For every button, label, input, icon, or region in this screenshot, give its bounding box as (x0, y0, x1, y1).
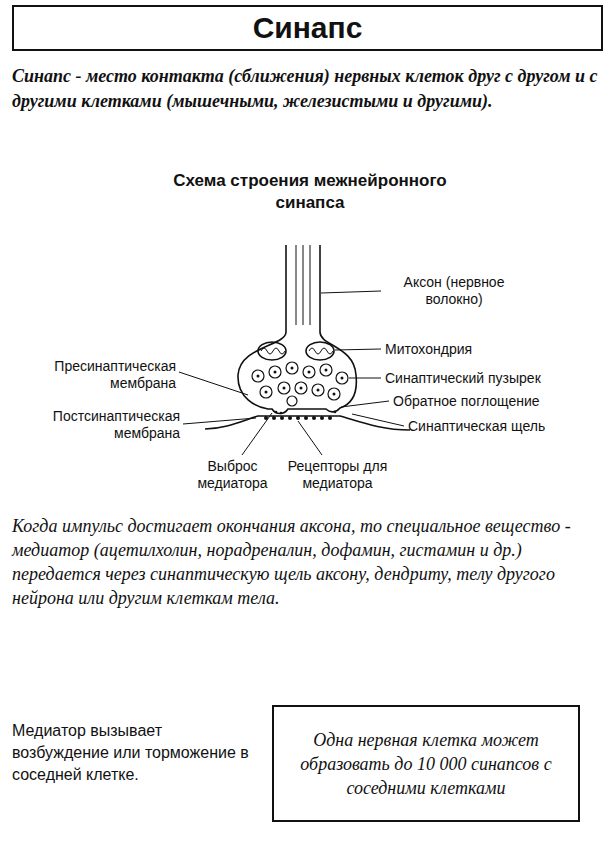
title-text: Синапс (253, 11, 363, 45)
part-label: Рецепторы для медиатора (280, 458, 395, 492)
part-label: Обратное поглощение (393, 393, 593, 410)
info-box: Одна нервная клетка может образовать до … (272, 705, 580, 822)
explanation-text: Когда импульс достигает окончания аксона… (12, 514, 604, 610)
definition-text: Синапс - место контакта (сближения) нерв… (12, 64, 604, 114)
title-box: Синапс (12, 5, 603, 51)
part-label: Синаптический пузырек (385, 370, 585, 387)
note-text: Медиатор вызывает возбуждение или тормож… (12, 720, 262, 786)
diagram-subtitle: Схема строения межнейронного синапса (150, 170, 470, 214)
part-label: Выброс медиатора (185, 458, 280, 492)
part-label: Постсинаптическая мембрана (8, 408, 180, 442)
part-label: Пресинаптическая мембрана (10, 358, 176, 392)
box-text: Одна нервная клетка может образовать до … (284, 728, 568, 800)
part-label: Синаптическая щель (408, 418, 598, 435)
part-label: Митохондрия (385, 341, 535, 358)
part-label: Аксон (нервное волокно) (384, 274, 524, 308)
